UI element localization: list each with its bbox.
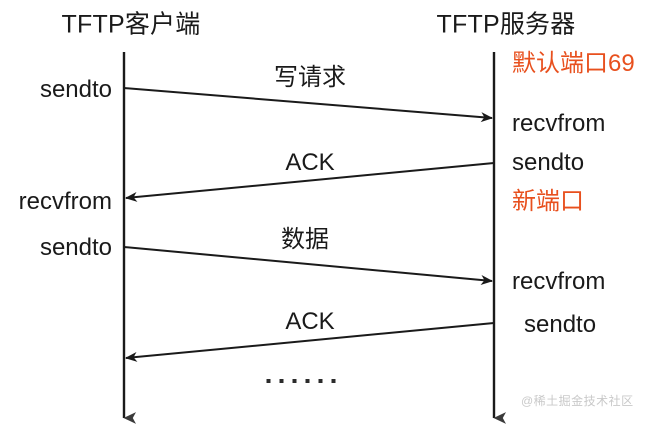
watermark: @稀土掘金技术社区: [521, 394, 634, 408]
actor-title-client: TFTP客户端: [61, 10, 201, 39]
message-arrow-ack-1: [125, 162, 495, 202]
client-call-sendto-2: sendto: [39, 234, 112, 261]
client-call-recvfrom-1: recvfrom: [18, 188, 112, 215]
message-label-ack-1: ACK: [285, 149, 335, 176]
server-call-sendto-1: sendto: [512, 149, 585, 176]
message-arrow-ack-2: [125, 322, 495, 362]
server-call-recvfrom-0: recvfrom: [512, 110, 606, 137]
server-call-recvfrom-2: recvfrom: [512, 268, 606, 295]
message-arrow-group: [123, 87, 495, 362]
port-annotation-0: 默认端口69: [512, 50, 635, 77]
message-label-data: 数据: [281, 226, 329, 253]
server-call-sendto-3: sendto: [524, 311, 597, 338]
lifeline-group: [122, 52, 506, 424]
message-arrow-write-request: [123, 87, 493, 123]
actor-title-server: TFTP服务器: [436, 10, 576, 39]
client-call-sendto-0: sendto: [39, 76, 112, 103]
message-arrow-data: [123, 246, 493, 285]
port-annotation-1: 新端口: [512, 188, 584, 215]
message-label-ack-2: ACK: [285, 308, 335, 335]
continuation-ellipsis: [266, 379, 336, 383]
message-label-write-request: 写请求: [274, 64, 346, 91]
